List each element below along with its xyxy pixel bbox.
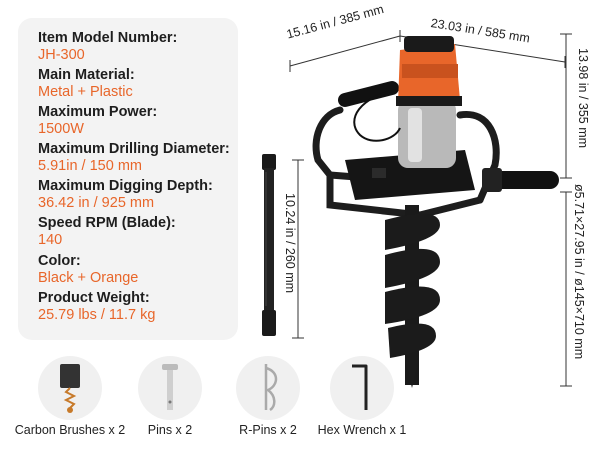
spec-panel (18, 18, 238, 340)
accessory-label: Carbon Brushes x 2 (14, 423, 126, 437)
spec-label: Product Weight: (38, 290, 150, 306)
spec-power: Maximum Power: 1500W (38, 104, 157, 138)
spec-value: 25.79 lbs / 11.7 kg (38, 307, 156, 323)
spec-label: Main Material: (38, 67, 135, 83)
spec-label: Maximum Power: (38, 104, 158, 120)
spec-label: Maximum Digging Depth: (38, 178, 213, 194)
spec-value: 36.42 in / 925 mm (38, 195, 155, 211)
accessory-label: Pins x 2 (147, 423, 193, 437)
accessory-label: R-Pins x 2 (239, 423, 297, 437)
spec-digging-depth: Maximum Digging Depth: 36.42 in / 925 mm (38, 178, 213, 212)
hex-wrench-icon (352, 364, 368, 410)
spec-value: 5.91in / 150 mm (38, 158, 142, 174)
spec-value: JH-300 (38, 47, 85, 63)
spec-label: Speed RPM (Blade): (38, 215, 176, 231)
pin-icon (162, 364, 178, 410)
accessory-label: Hex Wrench x 1 (317, 423, 407, 437)
spec-model: Item Model Number: JH-300 (38, 30, 177, 64)
spec-value: 140 (38, 232, 63, 248)
carbon-brush-icon (60, 364, 80, 413)
spec-value: Metal + Plastic (38, 84, 133, 100)
spec-value: Black + Orange (38, 270, 139, 286)
spec-value: 1500W (38, 121, 84, 137)
spec-color: Color: Black + Orange (38, 253, 138, 287)
spec-label: Color: (38, 253, 81, 269)
spec-label: Item Model Number: (38, 30, 178, 46)
accessory-circle (236, 356, 300, 420)
spec-drill-diameter: Maximum Drilling Diameter: 5.91in / 150 … (38, 141, 230, 175)
spec-label: Maximum Drilling Diameter: (38, 141, 230, 157)
r-pin-icon (264, 364, 278, 412)
spec-material: Main Material: Metal + Plastic (38, 67, 135, 101)
spec-weight: Product Weight: 25.79 lbs / 11.7 kg (38, 290, 155, 324)
spec-speed: Speed RPM (Blade): 140 (38, 215, 176, 249)
